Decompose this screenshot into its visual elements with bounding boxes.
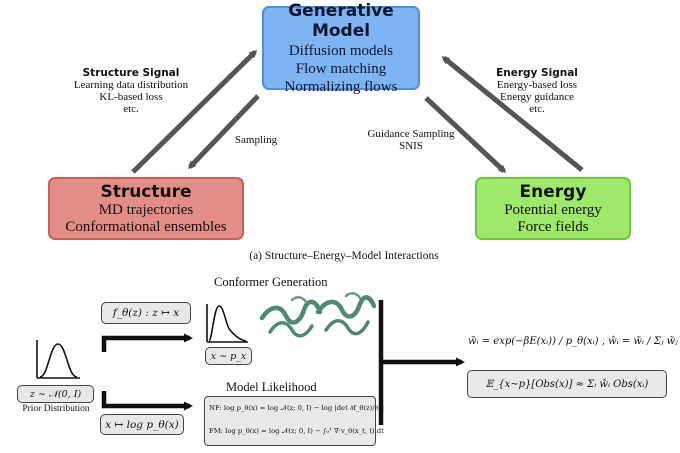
generative-model-line-3: Normalizing flows xyxy=(284,78,398,95)
log-likelihood-map-formula: x ↦ log p_θ(x) xyxy=(100,414,184,435)
model-likelihood-title: Model Likelihood xyxy=(226,380,317,394)
flow-map-formula: f_θ(z) : z ↦ x xyxy=(101,302,191,324)
protein-conformer-1 xyxy=(259,296,323,338)
structure-line-1: MD trajectories xyxy=(98,201,194,218)
guidance-sampling-line-1: Guidance Sampling xyxy=(367,128,455,140)
conformer-generation-title: Conformer Generation xyxy=(214,275,328,289)
guidance-sampling-arrow xyxy=(424,96,507,174)
generative-model-line-2: Flow matching xyxy=(295,60,387,77)
fm-row: FM: log p_θ(x) = log 𝒩(z; 0, I) − ∫₀¹ ∇·… xyxy=(209,427,384,436)
generative-model-box: Generative Model Diffusion models Flow m… xyxy=(262,1,420,95)
nf-formula: log p_θ(x) = log 𝒩(z; 0, I) − log |det ∂… xyxy=(223,404,385,412)
energy-box: Energy Potential energy Force fields xyxy=(475,177,631,240)
prior-formula: z ∼ 𝒩(0, I) xyxy=(17,385,94,403)
structure-signal-title: Structure Signal xyxy=(82,67,180,79)
protein-conformer-2 xyxy=(315,292,377,336)
structure-title: Structure xyxy=(100,181,192,202)
generative-model-line-1: Diffusion models xyxy=(288,42,394,59)
generative-model-title: Generative Model xyxy=(288,0,394,41)
panel-a-caption: (a) Structure–Energy–Model Interactions xyxy=(249,250,439,262)
nf-row: NF: log p_θ(x) = log 𝒩(z; 0, I) − log |d… xyxy=(209,404,384,413)
guidance-sampling-line-2: SNIS xyxy=(399,140,423,152)
energy-signal-line-1: Energy-based loss xyxy=(496,79,578,91)
structure-signal-line-3: etc. xyxy=(123,103,139,115)
energy-signal-line-3: etc. xyxy=(529,103,545,115)
expectation-formula-box: 𝔼_{x∼p}[Obs(x)] ≈ Σᵢ ŵᵢ Obs(xᵢ) xyxy=(467,370,667,398)
energy-line-2: Force fields xyxy=(517,218,589,235)
energy-signal-arrow xyxy=(441,56,584,172)
likelihood-path-arrow xyxy=(101,391,193,411)
structure-box: Structure MD trajectories Conformational… xyxy=(48,177,244,240)
sampling-label: Sampling xyxy=(234,134,278,146)
energy-signal-title: Energy Signal xyxy=(496,67,578,79)
structure-signal-line-2: KL-based loss xyxy=(99,91,163,103)
generated-distribution-plot xyxy=(206,304,248,343)
prior-distribution-label: Prior Distribution xyxy=(22,404,90,414)
prior-distribution-plot xyxy=(36,340,80,379)
structure-signal-arrow xyxy=(131,49,258,174)
structure-signal-line-1: Learning data distribution xyxy=(73,79,189,91)
structure-signal-label: Structure Signal Learning data distribut… xyxy=(66,67,196,115)
sample-formula: x ∼ p_x xyxy=(205,347,252,365)
fm-label: FM: xyxy=(209,427,223,435)
sampling-arrow xyxy=(187,94,260,170)
structure-line-2: Conformational ensembles xyxy=(65,218,227,235)
guidance-sampling-label: Guidance Sampling SNIS xyxy=(356,128,466,152)
energy-line-1: Potential energy xyxy=(504,201,602,218)
fm-formula: log p_θ(x) = log 𝒩(z; 0, I) − ∫₀¹ ∇·v_θ(… xyxy=(225,427,384,435)
energy-title: Energy xyxy=(519,181,587,202)
energy-signal-line-2: Energy guidance xyxy=(499,91,575,103)
conformer-path-arrow xyxy=(101,333,193,352)
importance-weight-formula: w̃ᵢ = exp(−βE(xᵢ)) / p_θ(xᵢ) , ŵᵢ = w̃ᵢ … xyxy=(468,336,678,347)
convergence-arrow xyxy=(378,300,465,425)
likelihood-formula-box: NF: log p_θ(x) = log 𝒩(z; 0, I) − log |d… xyxy=(204,396,384,446)
energy-signal-label: Energy Signal Energy-based loss Energy g… xyxy=(482,67,592,115)
expectation-formula: 𝔼_{x∼p}[Obs(x)] ≈ Σᵢ ŵᵢ Obs(xᵢ) xyxy=(485,378,649,390)
nf-label: NF: xyxy=(209,404,222,412)
